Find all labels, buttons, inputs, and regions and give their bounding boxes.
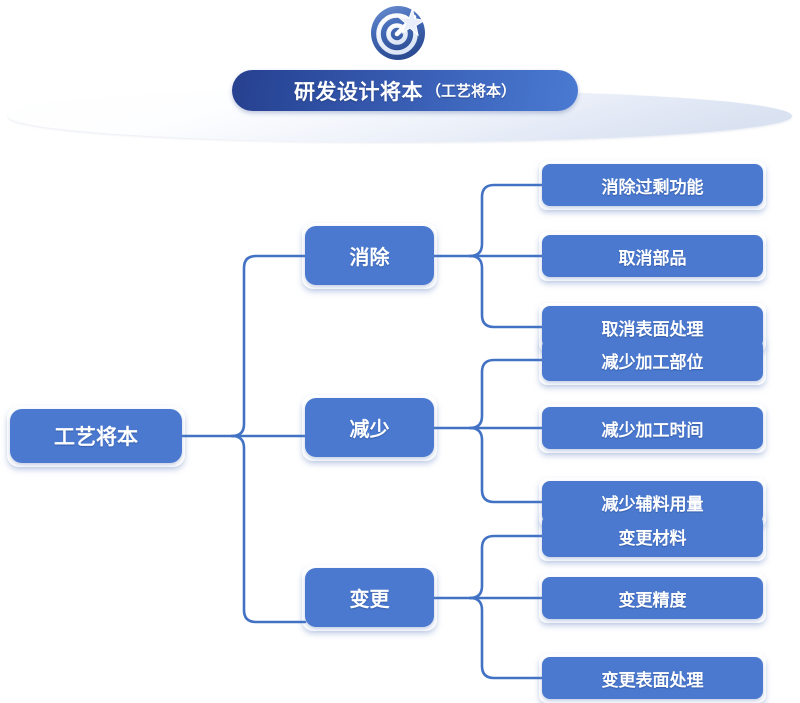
leaf-node-label: 减少加工时间: [601, 420, 704, 440]
page-title-sub: （工艺将本）: [425, 83, 516, 100]
leaf-node-label: 减少辅料用量: [601, 494, 704, 514]
leaf-node-label: 变更材料: [618, 528, 687, 548]
leaf-node-label: 取消表面处理: [601, 319, 704, 339]
branch-node-label: 减少: [349, 419, 390, 441]
leaf-node[interactable]: 消除过剩功能: [542, 164, 763, 206]
leaf-node[interactable]: 变更表面处理: [542, 657, 763, 699]
branch-node-label: 变更: [349, 589, 390, 611]
leaf-node[interactable]: 减少加工时间: [542, 407, 763, 449]
leaf-node[interactable]: 变更精度: [542, 577, 763, 619]
leaf-node[interactable]: 变更材料: [542, 515, 763, 557]
leaf-node[interactable]: 减少加工部位: [542, 339, 763, 381]
branch-node-reduce[interactable]: 减少: [305, 398, 434, 457]
branch-node-label: 消除: [349, 247, 390, 269]
leaf-node-label: 变更精度: [618, 590, 687, 610]
leaf-node-label: 消除过剩功能: [601, 177, 704, 197]
leaf-node-label: 减少加工部位: [601, 352, 704, 372]
root-node[interactable]: 工艺将本: [10, 409, 182, 463]
branch-node-change[interactable]: 变更: [305, 568, 434, 627]
root-node-label: 工艺将本: [54, 426, 138, 449]
leaf-node-label: 变更表面处理: [601, 670, 704, 690]
leaf-node-label: 取消部品: [618, 248, 687, 268]
page-title-main: 研发设计将本: [293, 80, 423, 104]
page-title: 研发设计将本 （工艺将本）: [232, 70, 578, 111]
branch-node-eliminate[interactable]: 消除: [305, 226, 434, 285]
leaf-node[interactable]: 取消部品: [542, 235, 763, 277]
target-arrow-icon: [369, 2, 431, 64]
